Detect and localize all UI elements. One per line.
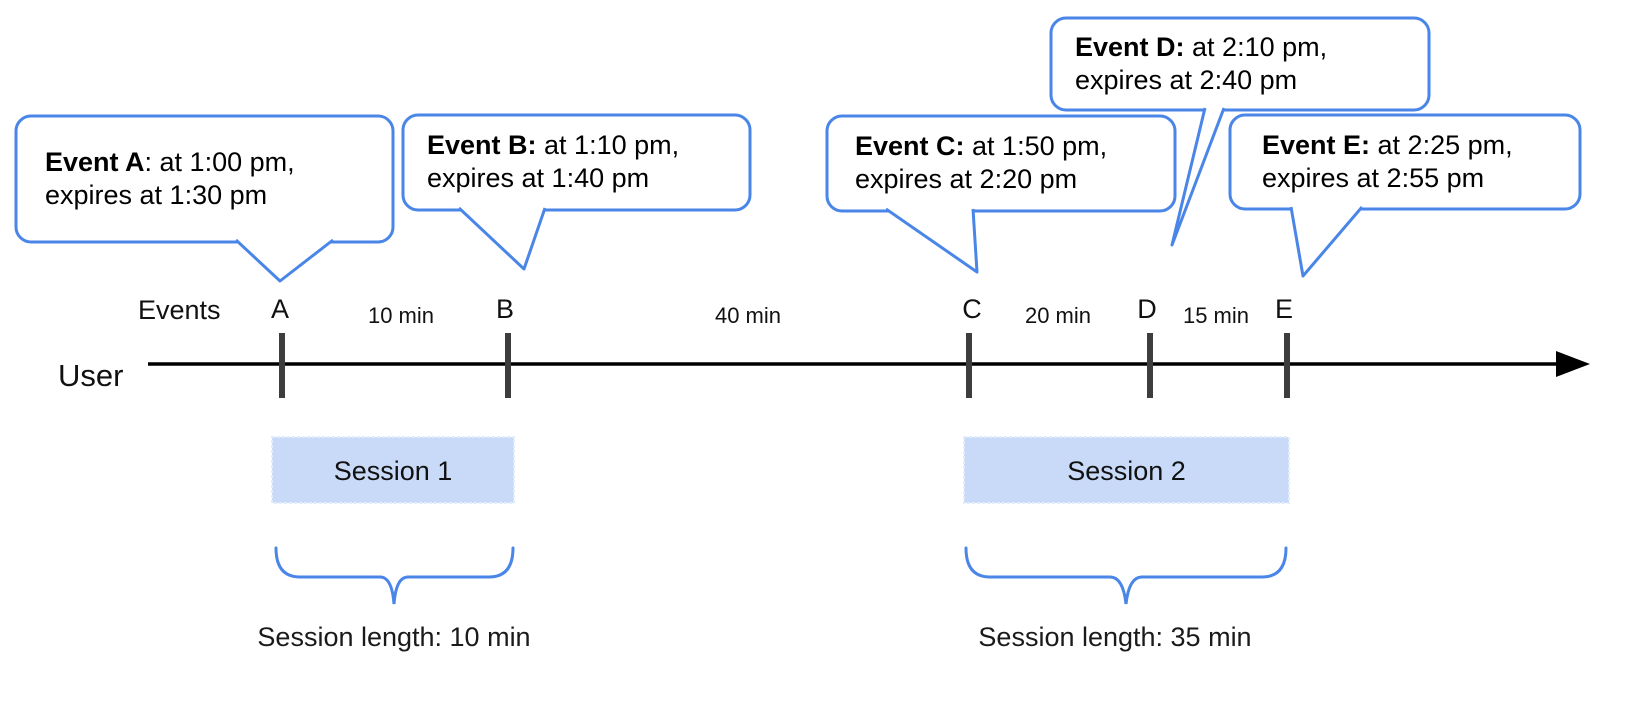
- bubble-event-c: [825, 114, 1177, 213]
- session-1-brace: [274, 546, 515, 605]
- tick-label-e: E: [1274, 294, 1294, 324]
- bubble-event-d-title: Event D:: [1075, 32, 1185, 62]
- bubble-event-c-line2: expires at 2:20 pm: [855, 164, 1078, 194]
- bubble-event-a-tail-icon: [234, 238, 334, 283]
- tick-label-c: C: [962, 294, 982, 324]
- tick-label-d: D: [1137, 294, 1157, 324]
- bubble-event-d-line1: Event D: at 2:10 pm,: [1075, 32, 1328, 62]
- tick-label-a: A: [270, 294, 290, 324]
- bubble-event-c-title: Event C:: [855, 131, 965, 161]
- bubble-event-a-line2: expires at 1:30 pm: [45, 180, 268, 210]
- timeline-arrowhead-icon: [1556, 351, 1590, 377]
- bubble-event-e-text: Event E: at 2:25 pm, expires at 2:55 pm: [1262, 129, 1513, 195]
- session-2-length-label: Session length: 35 min: [978, 622, 1252, 652]
- session-1-label: Session 1: [333, 456, 453, 486]
- user-label: User: [58, 358, 124, 393]
- session-1-box: [271, 436, 515, 504]
- session-2-label: Session 2: [1067, 456, 1186, 486]
- bubble-event-d-tail-icon: [1170, 107, 1226, 247]
- bubble-event-e-tail-icon: [1289, 206, 1364, 278]
- events-label: Events: [138, 295, 221, 325]
- bubble-event-a-text: Event A: at 1:00 pm, expires at 1:30 pm: [45, 146, 295, 212]
- bubble-event-b-line1: Event B: at 1:10 pm,: [427, 130, 680, 160]
- bubble-event-b-tail-icon: [457, 206, 547, 271]
- interval-label-c-d: 20 min: [1024, 303, 1092, 328]
- bubble-event-b: [401, 113, 752, 212]
- bubble-event-e-line2: expires at 2:55 pm: [1262, 163, 1485, 193]
- bubble-event-c-text: Event C: at 1:50 pm, expires at 2:20 pm: [855, 130, 1107, 196]
- interval-label-d-e: 15 min: [1182, 303, 1250, 328]
- bubble-event-e: [1228, 113, 1582, 211]
- session-1-length-label: Session length: 10 min: [257, 622, 531, 652]
- bubble-event-e-title: Event E:: [1262, 130, 1371, 160]
- bubble-event-d-text: Event D: at 2:10 pm, expires at 2:40 pm: [1075, 31, 1327, 97]
- bubble-event-b-title: Event B:: [427, 130, 537, 160]
- bubble-event-e-line1: Event E: at 2:25 pm,: [1262, 130, 1513, 160]
- bubble-event-a-line1: Event A: at 1:00 pm,: [45, 147, 295, 177]
- bubble-event-a: [14, 114, 395, 244]
- bubble-event-d: [1049, 16, 1431, 112]
- bubble-event-c-tail-icon: [885, 207, 979, 274]
- bubble-event-a-title: Event A: [45, 147, 145, 177]
- interval-label-b-c: 40 min: [714, 303, 782, 328]
- interval-label-a-b: 10 min: [367, 303, 435, 328]
- bubble-event-b-line2: expires at 1:40 pm: [427, 163, 650, 193]
- bubble-event-d-line2: expires at 2:40 pm: [1075, 65, 1298, 95]
- bubble-event-b-text: Event B: at 1:10 pm, expires at 1:40 pm: [427, 129, 679, 195]
- session-2-brace: [964, 546, 1288, 605]
- session-2-box: [963, 436, 1290, 504]
- bubble-event-c-line1: Event C: at 1:50 pm,: [855, 131, 1108, 161]
- tick-label-b: B: [495, 294, 515, 324]
